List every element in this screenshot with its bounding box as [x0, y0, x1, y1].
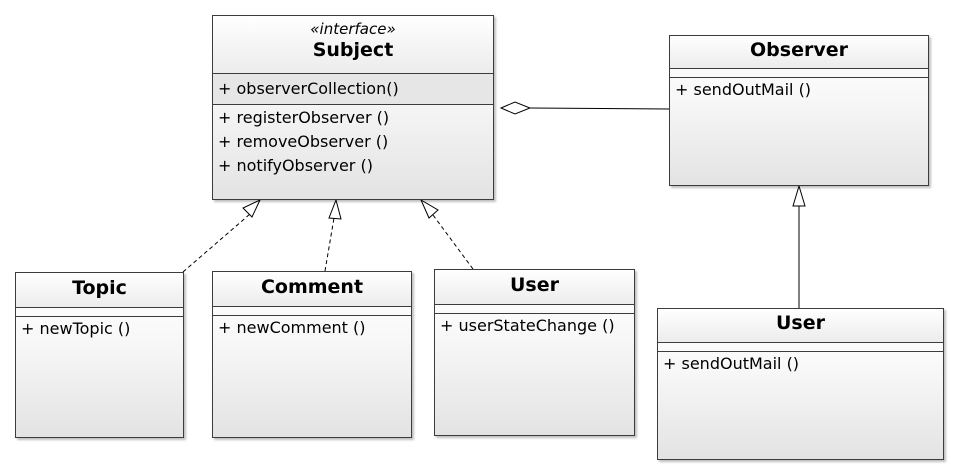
user-observer-attributes-section — [658, 343, 943, 352]
aggregation-connector — [499, 101, 670, 115]
realization-comment-subject — [324, 198, 342, 272]
user-observer-operation: + sendOutMail () — [663, 354, 800, 373]
comment-attributes-section — [213, 307, 411, 316]
user-subject-class-box[interactable]: User + userStateChange () — [434, 269, 635, 436]
subject-attribute: + observerCollection() — [218, 79, 399, 98]
subject-header: «interface» Subject — [213, 16, 493, 74]
comment-class-name: Comment — [260, 276, 364, 298]
topic-operation: + newTopic () — [21, 319, 131, 338]
topic-attributes-section — [16, 308, 183, 317]
user-subject-operation: + userStateChange () — [440, 316, 615, 335]
observer-class-name: Observer — [750, 39, 848, 61]
user-subject-operations-section: + userStateChange () — [435, 314, 634, 336]
realization-topic-subject — [182, 198, 262, 273]
user-observer-header: User — [658, 309, 943, 343]
comment-header: Comment — [213, 272, 411, 307]
comment-operation: + newComment () — [218, 318, 366, 337]
aggregation-diamond — [499, 101, 532, 115]
user-subject-attributes-section — [435, 305, 634, 314]
subject-operation: + notifyObserver () — [218, 156, 373, 175]
observer-header: Observer — [670, 36, 928, 69]
observer-operations-section: + sendOutMail () — [670, 78, 928, 102]
topic-operations-section: + newTopic () — [16, 317, 183, 341]
observer-class-box[interactable]: Observer + sendOutMail () — [669, 35, 929, 186]
comment-class-box[interactable]: Comment + newComment () — [212, 271, 412, 438]
subject-attributes-section: + observerCollection() — [213, 74, 493, 105]
subject-class-name: Subject — [312, 39, 394, 61]
subject-stereotype: «interface» — [310, 20, 396, 38]
subject-operation: + registerObserver () — [218, 108, 390, 127]
realization-user-subject — [419, 198, 474, 270]
generalization-user-observer — [792, 184, 806, 308]
user-observer-operations-section: + sendOutMail () — [658, 352, 943, 376]
comment-operations-section: + newComment () — [213, 316, 411, 340]
subject-interface-box[interactable]: «interface» Subject + observerCollection… — [212, 15, 494, 200]
user-subject-header: User — [435, 270, 634, 305]
topic-class-name: Topic — [72, 277, 127, 299]
observer-operation: + sendOutMail () — [675, 80, 812, 99]
subject-operations-section: + registerObserver () + removeObserver (… — [213, 105, 493, 178]
user-subject-class-name: User — [510, 274, 559, 296]
user-observer-class-box[interactable]: User + sendOutMail () — [657, 308, 944, 460]
topic-header: Topic — [16, 273, 183, 308]
topic-class-box[interactable]: Topic + newTopic () — [15, 272, 184, 438]
user-observer-class-name: User — [776, 312, 825, 334]
subject-operation: + removeObserver () — [218, 132, 389, 151]
observer-attributes-section — [670, 69, 928, 78]
